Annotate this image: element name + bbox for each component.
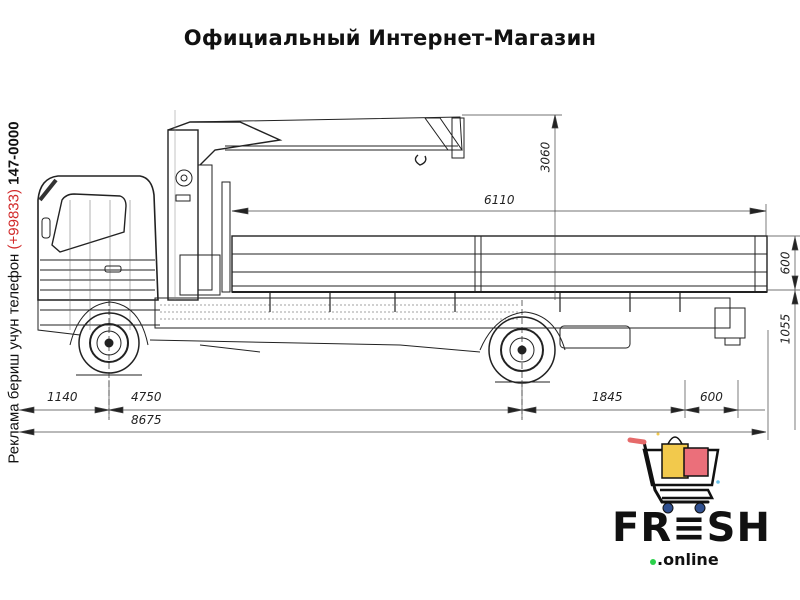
crane xyxy=(167,110,465,301)
dim-platform-height: 1055 xyxy=(778,313,793,345)
dim-front-overhang: 1140 xyxy=(47,390,78,404)
dim-rear-overhang: 600 xyxy=(700,390,723,404)
brand-logo-text: FR≡SH xyxy=(612,505,771,551)
dim-side-height: 600 xyxy=(778,251,793,275)
cargo-body xyxy=(231,235,768,312)
front-wheel xyxy=(69,300,149,420)
chassis-frame xyxy=(149,297,746,353)
dim-wheelbase: 4750 xyxy=(131,390,162,404)
dim-overall-length: 8675 xyxy=(131,413,162,427)
page-title: Официальный Интернет-Магазин xyxy=(0,26,800,50)
title-text: Официальный Интернет-Магазин xyxy=(183,26,597,50)
dim-body-length: 6110 xyxy=(484,193,515,207)
dim-crane-height: 3060 xyxy=(538,141,553,173)
green-dot-icon xyxy=(650,559,656,565)
dimension-lines xyxy=(18,114,800,440)
truck-cab xyxy=(37,175,160,336)
rear-wheel xyxy=(479,300,566,420)
dim-rear-axle-body: 1845 xyxy=(592,390,623,404)
shopping-cart-logo-icon xyxy=(627,432,720,514)
brand-logo-suffix: .online xyxy=(650,550,719,569)
online-text: online xyxy=(663,550,719,569)
